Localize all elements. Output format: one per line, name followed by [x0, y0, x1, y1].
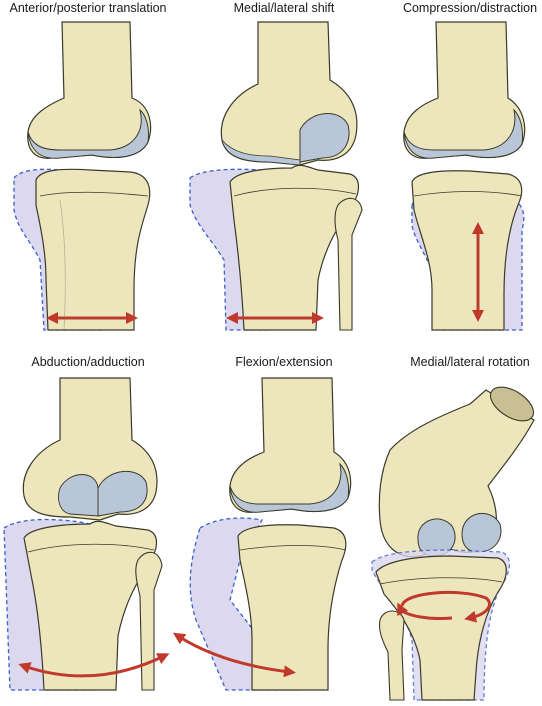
femur [229, 377, 352, 513]
panel-label-anterior-posterior-translation: Anterior/posterior translation [9, 1, 167, 15]
tibia [35, 168, 151, 331]
femur-cartilage [27, 108, 149, 159]
tibia [375, 555, 507, 701]
panel-anterior-posterior-translation [13, 21, 152, 331]
tibia [411, 170, 523, 331]
panel-label-abduction-adduction: Abduction/adduction [31, 355, 145, 369]
femur [27, 21, 152, 159]
fibula [378, 610, 405, 701]
fibula [135, 551, 163, 691]
arrow-flexion-extension [172, 632, 296, 678]
panel-abduction-adduction [3, 377, 170, 691]
femur-cartilage [403, 108, 523, 159]
arrow-medial-lateral-rotation [400, 590, 491, 623]
femur-cartilage [229, 462, 349, 513]
panel-label-medial-lateral-rotation: Medial/lateral rotation [410, 355, 530, 369]
panel-flexion-extension [172, 377, 352, 691]
panel-label-flexion-extension: Flexion/extension [235, 355, 333, 369]
fibula [334, 197, 363, 331]
femur-cartilage [97, 470, 148, 517]
panel-label-compression-distraction: Compression/distraction [402, 1, 538, 15]
panel-medial-lateral-shift [189, 21, 363, 331]
femur [403, 21, 526, 159]
panel-label-medial-lateral-shift: Medial/lateral shift [233, 1, 335, 15]
panel-medial-lateral-rotation [371, 386, 535, 701]
femur-cartilage [299, 113, 350, 163]
arrow-abduction-adduction [18, 653, 170, 678]
femur-cut-surface [489, 386, 535, 422]
panel-compression-distraction [403, 21, 526, 331]
